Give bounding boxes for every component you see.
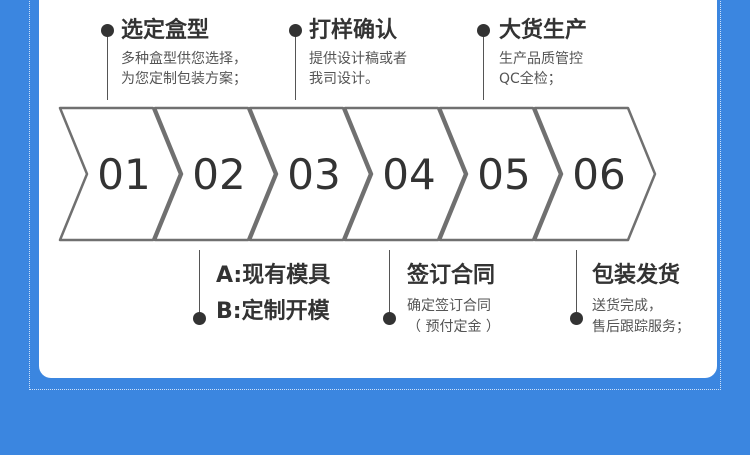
bullet-dot [570,312,583,325]
step-desc-line: 为您定制包装方案； [121,71,247,87]
chevron-arrow [343,106,467,242]
chevron-step-number: 01 [97,150,150,199]
bullet-dot [289,24,302,37]
step-desc-line: 送货完成， [592,298,662,314]
connector-line [107,36,108,100]
step-desc-line: 确定签订合同 [407,298,491,314]
chevron-arrow [533,106,657,242]
connector-line [576,250,577,318]
connector-line [295,36,296,100]
step-desc-line: （ 预付定金 ） [407,319,500,335]
mold-option-a: A:现有模具 [216,263,331,288]
step-desc-line: 多种盒型供您选择， [121,51,247,67]
chevron-step-number: 03 [287,150,340,199]
step-sample-confirm: 打样确认 提供设计稿或者 我司设计。 [309,18,407,89]
bullet-dot [477,24,490,37]
bullet-dot [383,312,396,325]
step-title: 打样确认 [309,18,398,43]
chevron-arrow [438,106,562,242]
step-desc-line: 我司设计。 [309,71,379,87]
connector-line [483,36,484,100]
dotted-frame [29,0,721,390]
step-mass-production: 大货生产 生产品质管控 QC全检； [499,18,587,89]
step-desc-line: 生产品质管控 [499,51,583,67]
step-title: 选定盒型 [121,18,210,43]
bullet-dot [193,312,206,325]
bullet-dot [101,24,114,37]
mold-option-b: B:定制开模 [216,299,330,324]
chevron-step-number: 06 [572,150,625,199]
chevron-arrow [248,106,372,242]
step-title: 大货生产 [499,18,588,43]
connector-line [389,250,390,318]
step-sign-contract-title: 签订合同 [407,263,496,288]
connector-line [199,250,200,318]
step-desc-line: QC全检； [499,71,562,87]
step-packaging-delivery-title: 包装发货 [592,263,681,288]
chevron-step-number: 05 [477,150,530,199]
chevron-step-number: 02 [192,150,245,199]
step-select-box-type: 选定盒型 多种盒型供您选择， 为您定制包装方案； [121,18,247,89]
step-desc-line: 售后跟踪服务； [592,319,690,335]
chevron-arrow [153,106,277,242]
chevron-step-number: 04 [382,150,435,199]
step-desc-line: 提供设计稿或者 [309,51,407,67]
chevron-arrow [58,106,182,242]
